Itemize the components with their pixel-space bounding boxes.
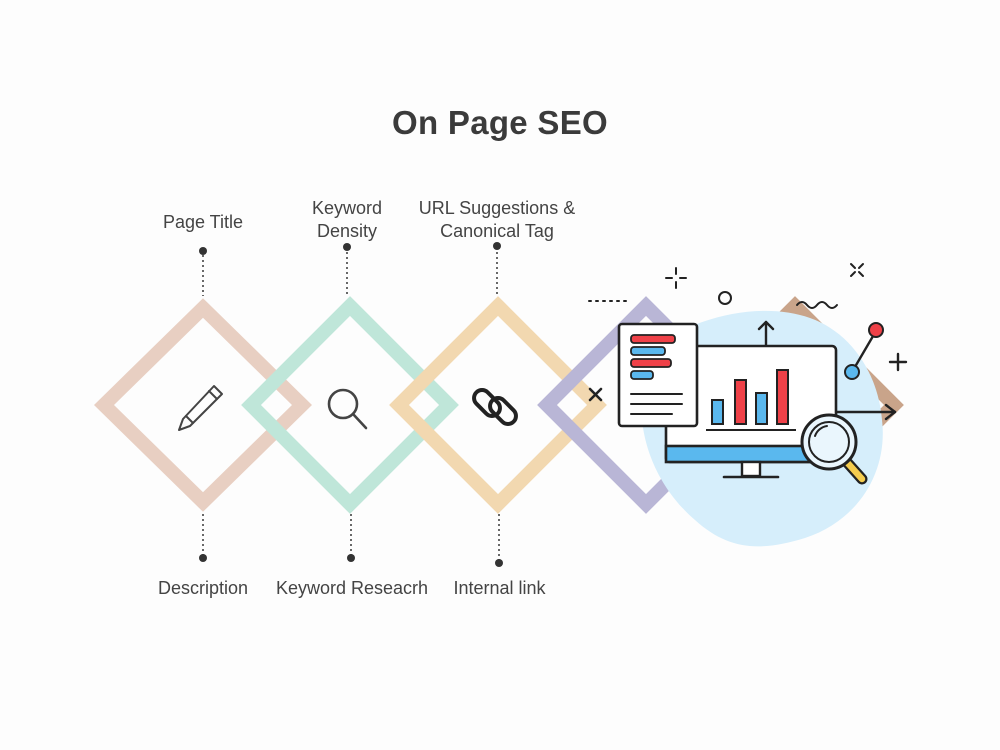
connector-dot	[199, 247, 207, 255]
connector-dot	[343, 243, 351, 251]
diamond-keyword	[241, 296, 459, 514]
label-description: Description	[157, 578, 249, 598]
page-title: On Page SEO	[391, 104, 609, 141]
connector-dot	[347, 554, 355, 562]
magnifier-icon	[800, 413, 868, 485]
connector-dot	[493, 242, 501, 250]
link-icon	[472, 388, 518, 426]
label-keyword-research: Keyword Reseacrh	[275, 578, 429, 598]
monitor-bar-chart	[711, 369, 789, 425]
analytics-monitor-illustration	[588, 263, 908, 547]
diamond-description	[93, 298, 313, 512]
diamond-link	[389, 296, 607, 514]
label-keyword-density: Keyword Density	[311, 198, 383, 241]
connector-dot	[199, 554, 207, 562]
label-page-title: Page Title	[162, 212, 244, 232]
search-icon	[327, 388, 368, 430]
label-internal-link: Internal link	[453, 578, 546, 598]
label-url-suggestions: URL Suggestions & Canonical Tag	[418, 198, 576, 241]
connector-dot	[495, 559, 503, 567]
pencil-icon	[178, 385, 223, 431]
